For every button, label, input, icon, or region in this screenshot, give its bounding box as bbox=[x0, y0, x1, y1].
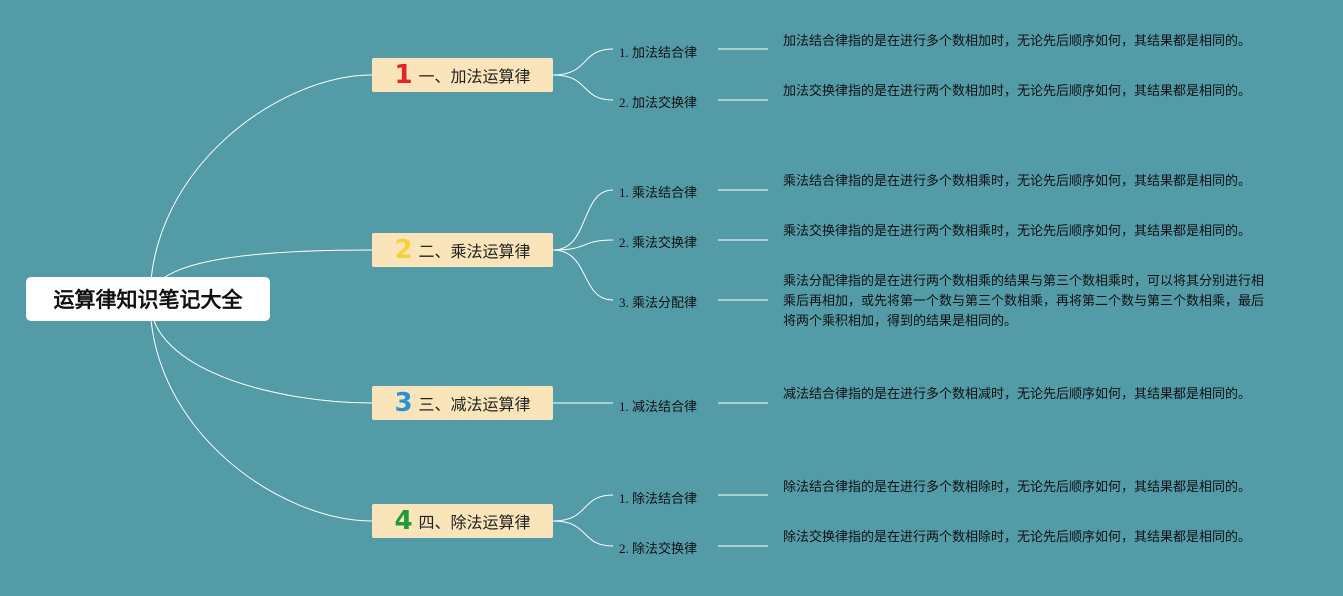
branch-number-3: 3 bbox=[394, 388, 413, 418]
leaf-multiplication-associative[interactable]: 1. 乘法结合律 bbox=[619, 185, 698, 200]
leaf-addition-commutative[interactable]: 2. 加法交换律 bbox=[619, 95, 698, 110]
desc-multiplication-distributive: 乘法分配律指的是在进行两个数相乘的结果与第三个数相乘时，可以将其分别进行相乘后再… bbox=[783, 274, 1265, 329]
branch-number-4: 4 bbox=[394, 506, 413, 536]
branch-division-leaf-1-line bbox=[552, 494, 614, 522]
leaf-addition-associative[interactable]: 1. 加法结合律 bbox=[619, 45, 698, 60]
desc-division-associative: 除法结合律指的是在进行多个数相除时，无论先后顺序如何，其结果都是相同的。 bbox=[783, 480, 1252, 495]
leaf-division-commutative[interactable]: 2. 除法交换律 bbox=[619, 541, 698, 556]
root-to-branch-subtraction-line bbox=[149, 299, 373, 404]
branch-addition[interactable]: 1 一、加法运算律 bbox=[372, 58, 553, 92]
desc-division-commutative: 除法交换律指的是在进行两个数相除时，无论先后顺序如何，其结果都是相同的。 bbox=[783, 530, 1252, 545]
desc-addition-associative: 加法结合律指的是在进行多个数相加时，无论先后顺序如何，其结果都是相同的。 bbox=[783, 34, 1252, 49]
branch-label: 三、减法运算律 bbox=[418, 395, 531, 414]
branch-division[interactable]: 4 四、除法运算律 bbox=[372, 504, 553, 538]
desc-multiplication-associative: 乘法结合律指的是在进行多个数相乘时，无论先后顺序如何，其结果都是相同的。 bbox=[783, 174, 1252, 189]
root-title: 运算律知识笔记大全 bbox=[53, 288, 243, 312]
branch-addition-leaf-1-line bbox=[552, 48, 614, 76]
root-node[interactable]: 运算律知识笔记大全 bbox=[26, 277, 270, 321]
branch-number-1: 1 bbox=[394, 60, 413, 90]
desc-addition-commutative: 加法交换律指的是在进行两个数相加时，无论先后顺序如何，其结果都是相同的。 bbox=[783, 84, 1252, 99]
desc-subtraction-associative: 减法结合律指的是在进行多个数相减时，无论先后顺序如何，其结果都是相同的。 bbox=[783, 387, 1252, 402]
branch-label: 二、乘法运算律 bbox=[418, 242, 531, 261]
branch-number-2: 2 bbox=[394, 235, 413, 265]
branch-label: 一、加法运算律 bbox=[418, 67, 531, 86]
leaf-multiplication-commutative[interactable]: 2. 乘法交换律 bbox=[619, 235, 698, 250]
root-to-branch-division-line bbox=[149, 299, 373, 522]
branch-multiplication-leaf-1-line bbox=[552, 189, 614, 251]
branch-division-leaf-2-line bbox=[552, 520, 614, 547]
leaf-multiplication-distributive[interactable]: 3. 乘法分配律 bbox=[619, 295, 698, 310]
root-to-branch-addition-line bbox=[149, 74, 373, 301]
branch-multiplication[interactable]: 2 二、乘法运算律 bbox=[372, 233, 553, 267]
branch-addition-leaf-2-line bbox=[552, 74, 614, 101]
branch-multiplication-leaf-2-line bbox=[552, 239, 614, 251]
leaf-subtraction-associative[interactable]: 1. 减法结合律 bbox=[619, 399, 698, 414]
desc-multiplication-commutative: 乘法交换律指的是在进行两个数相乘时，无论先后顺序如何，其结果都是相同的。 bbox=[783, 224, 1252, 239]
branch-label: 四、除法运算律 bbox=[418, 513, 531, 532]
branch-multiplication-leaf-3-line bbox=[552, 249, 614, 301]
branch-subtraction[interactable]: 3 三、减法运算律 bbox=[372, 386, 553, 420]
leaf-division-associative[interactable]: 1. 除法结合律 bbox=[619, 491, 698, 506]
